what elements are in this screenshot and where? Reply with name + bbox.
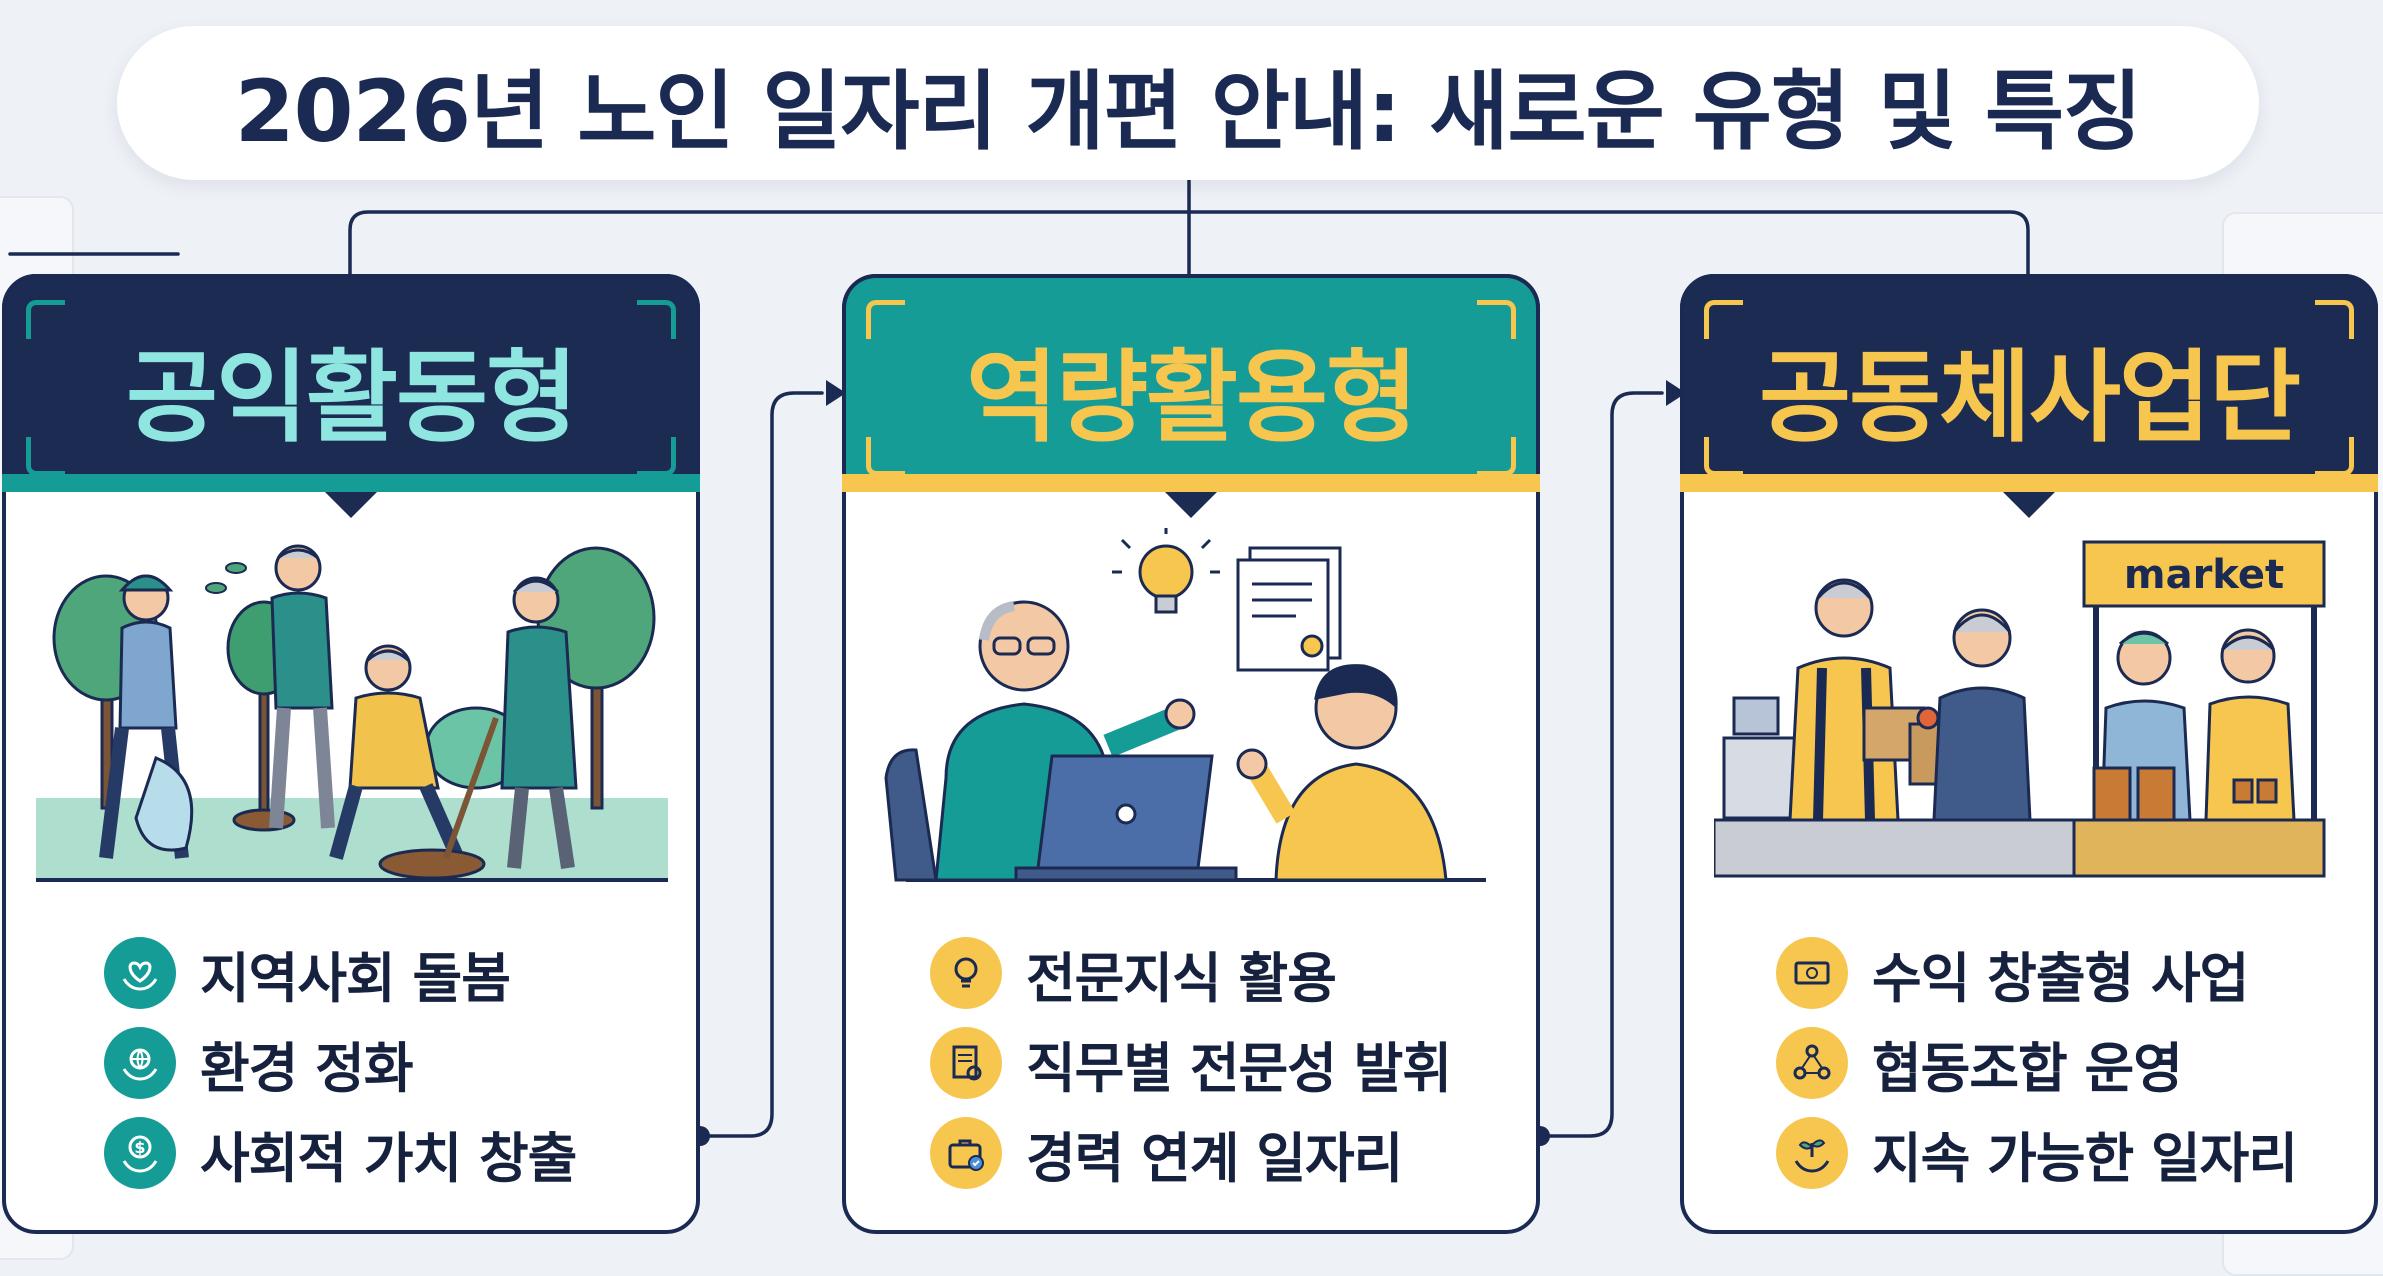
arrow-head-card2-icon xyxy=(826,380,846,406)
volunteer-person-icon xyxy=(99,574,194,859)
list-item: 전문지식 활용 xyxy=(930,928,1451,1018)
feature-list: 전문지식 활용 직무별 전문성 발휘 경력 연계 일자리 xyxy=(930,928,1452,1198)
feature-label: 협동조합 운영 xyxy=(1872,1036,2183,1100)
header-notch xyxy=(1165,492,1217,518)
sprout-hand-icon xyxy=(1776,1117,1848,1189)
svg-text:$: $ xyxy=(134,1138,145,1157)
band-frame: 공동체사업단 xyxy=(1704,300,2354,476)
mentoring-illustration xyxy=(884,528,1486,882)
public-activity-illustration xyxy=(36,544,668,882)
band-accent-strip xyxy=(1680,474,2378,492)
laptop-icon xyxy=(1014,754,1238,882)
list-item: 지역사회 돌봄 xyxy=(104,928,576,1018)
page-title: 2026년 노인 일자리 개편 안내: 새로운 유형 및 특징 xyxy=(234,61,2142,162)
feature-label: 사회적 가치 창출 xyxy=(200,1126,577,1190)
list-item: 경력 연계 일자리 xyxy=(930,1108,1451,1198)
card-header-band: 공익활동형 xyxy=(2,274,700,492)
coin-hand-icon: $ xyxy=(104,1117,176,1189)
lightbulb-icon xyxy=(930,937,1002,1009)
certificate-icon xyxy=(1236,546,1342,672)
feature-label: 지속 가능한 일자리 xyxy=(1872,1126,2298,1190)
list-item: 환경 정화 xyxy=(104,1018,576,1108)
card-header-band: 공동체사업단 xyxy=(1680,274,2378,492)
feature-list: 수익 창출형 사업 협동조합 운영 지속 가능한 일자리 xyxy=(1776,928,2298,1198)
money-icon xyxy=(1776,937,1848,1009)
mentee-person-icon xyxy=(1236,664,1448,882)
feature-label: 환경 정화 xyxy=(200,1036,414,1100)
globe-hands-icon xyxy=(104,1027,176,1099)
band-accent-strip xyxy=(842,474,1540,492)
infographic-stage: 2026년 노인 일자리 개편 안내: 새로운 유형 및 특징 공익활동형 xyxy=(0,26,2383,1276)
list-item: 협동조합 운영 xyxy=(1776,1018,2297,1108)
arrow-head-card3-icon xyxy=(1666,380,1686,406)
feature-label: 경력 연계 일자리 xyxy=(1026,1126,1403,1190)
feature-list: 지역사회 돌봄 환경 정화 $ 사회적 가치 창출 xyxy=(104,928,577,1198)
planter-person-icon xyxy=(329,644,486,880)
list-item: 지속 가능한 일자리 xyxy=(1776,1108,2298,1198)
card-community-business: 공동체사업단 market xyxy=(1680,274,2378,1234)
card-public-activity: 공익활동형 xyxy=(2,274,700,1234)
header-notch xyxy=(325,492,377,518)
title-banner: 2026년 노인 일자리 개편 안내: 새로운 유형 및 특징 xyxy=(117,26,2259,180)
connector-title-bus xyxy=(348,210,2030,280)
card-title: 공동체사업단 xyxy=(1759,338,2301,456)
header-notch xyxy=(2003,492,2055,518)
lightbulb-icon xyxy=(1112,528,1220,614)
connector-card2-to-card3 xyxy=(1538,391,1664,1138)
certificate-icon xyxy=(930,1027,1002,1099)
feature-label: 직무별 전문성 발휘 xyxy=(1026,1036,1452,1100)
people-network-icon xyxy=(1776,1027,1848,1099)
feature-label: 수익 창출형 사업 xyxy=(1872,946,2249,1010)
connector-card1-to-card2 xyxy=(698,391,824,1138)
list-item: $ 사회적 가치 창출 xyxy=(104,1108,577,1198)
product-jar-icon xyxy=(2092,766,2278,822)
band-frame: 공익활동형 xyxy=(26,300,676,476)
shopkeeper-person-icon xyxy=(1788,578,1926,822)
gardener-person-icon xyxy=(269,544,335,829)
card-title: 공익활동형 xyxy=(126,338,578,456)
feature-label: 지역사회 돌봄 xyxy=(200,946,511,1010)
leaf-icon xyxy=(205,562,247,594)
band-frame: 역량활용형 xyxy=(866,300,1516,476)
card-header-band: 역량활용형 xyxy=(842,274,1540,492)
band-accent-strip xyxy=(2,474,700,492)
heart-hands-icon xyxy=(104,937,176,1009)
digger-person-icon xyxy=(443,576,578,870)
market-sign: market xyxy=(2124,552,2284,598)
list-item: 직무별 전문성 발휘 xyxy=(930,1018,1452,1108)
card-capability-use: 역량활용형 xyxy=(842,274,1540,1234)
feature-label: 전문지식 활용 xyxy=(1026,946,1337,1010)
customer-person-icon xyxy=(1932,608,2032,822)
list-item: 수익 창출형 사업 xyxy=(1776,928,2297,1018)
market-illustration: market xyxy=(1714,540,2326,878)
card-title: 역량활용형 xyxy=(966,338,1418,456)
market-stall xyxy=(2072,540,2326,878)
briefcase-check-icon xyxy=(930,1117,1002,1189)
